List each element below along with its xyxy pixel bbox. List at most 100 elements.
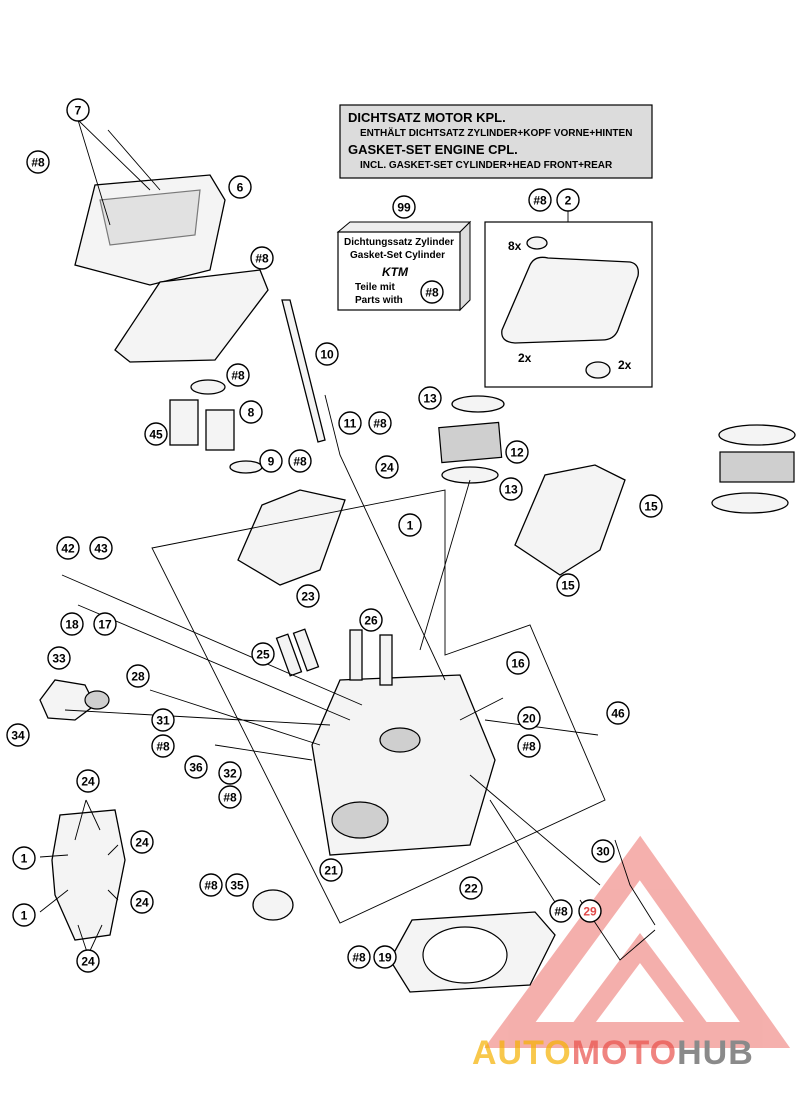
callout-label: 45 xyxy=(149,428,163,442)
callout-label: 24 xyxy=(380,461,394,475)
callout-label: 24 xyxy=(81,955,95,969)
assembly-frame xyxy=(151,489,606,924)
callout-label: #8 xyxy=(554,905,568,919)
callout-11: 11 xyxy=(338,411,362,435)
valve-lifters xyxy=(275,628,393,686)
callout-10: 10 xyxy=(315,342,339,366)
callout-label: #8 xyxy=(223,791,237,805)
callout-label: 9 xyxy=(268,455,275,469)
callout-label: 20 xyxy=(522,712,536,726)
callout-label: 18 xyxy=(65,618,79,632)
qty-2x-a: 2x xyxy=(518,351,532,365)
chain-guide-plate xyxy=(51,809,126,941)
callout-ref-8: #8 xyxy=(347,945,371,969)
callout-ref-8: #8 xyxy=(250,246,274,270)
watermark-moto: MOTO xyxy=(572,1034,677,1072)
camshaft-carrier-left xyxy=(237,489,346,586)
kit-callout-label: 2 xyxy=(565,194,572,208)
valve-cover-gasket xyxy=(114,269,269,363)
callout-26: 26 xyxy=(359,608,383,632)
kit-2-box: 8x 2x 2x xyxy=(484,210,653,388)
callout-20: 20 xyxy=(517,706,541,730)
note-line-1: DICHTSATZ MOTOR KPL. xyxy=(348,110,506,125)
callout-ref-8: #8 xyxy=(368,411,392,435)
intake-manifold xyxy=(438,395,505,484)
callout-label: 43 xyxy=(94,542,108,556)
callout-label: 24 xyxy=(135,896,149,910)
callout-label: 7 xyxy=(75,104,82,118)
callout-label: 34 xyxy=(11,729,25,743)
callout-25: 25 xyxy=(251,642,275,666)
callout-13: 13 xyxy=(499,477,523,501)
callout-label: 1 xyxy=(21,852,28,866)
callout-16: 16 xyxy=(506,651,530,675)
callout-label: 23 xyxy=(301,590,315,604)
callout-label: 19 xyxy=(378,951,392,965)
kit-callout: #8 xyxy=(528,188,552,212)
sleeves xyxy=(169,379,263,474)
callout-label: 24 xyxy=(81,775,95,789)
callout-24: 24 xyxy=(76,769,100,793)
callout-ref-8: #8 xyxy=(549,899,573,923)
callout-label: #8 xyxy=(231,369,245,383)
kit-callout-label: #8 xyxy=(425,286,439,300)
callout-label: #8 xyxy=(352,951,366,965)
note-line-4: INCL. GASKET-SET CYLINDER+HEAD FRONT+REA… xyxy=(360,160,613,171)
callout-ref-8: #8 xyxy=(26,150,50,174)
callout-label: #8 xyxy=(522,740,536,754)
callout-36: 36 xyxy=(184,755,208,779)
callout-23: 23 xyxy=(296,584,320,608)
callout-label: 15 xyxy=(644,500,658,514)
callout-label: 24 xyxy=(135,836,149,850)
callout-label: #8 xyxy=(204,879,218,893)
callout-label: #8 xyxy=(156,740,170,754)
spark-plug-tube xyxy=(281,299,326,443)
callout-label: 6 xyxy=(237,181,244,195)
callout-label: 28 xyxy=(131,670,145,684)
watermark-logo xyxy=(484,835,791,1048)
callout-label: 10 xyxy=(320,348,334,362)
valve-cover xyxy=(74,174,226,286)
callout-ref-8: #8 xyxy=(517,734,541,758)
callout-18: 18 xyxy=(60,612,84,636)
callout-label: 1 xyxy=(407,519,414,533)
callout-ref-8: #8 xyxy=(218,785,242,809)
callout-ref-8: #8 xyxy=(199,873,223,897)
callout-45: 45 xyxy=(144,422,168,446)
callout-label: 13 xyxy=(423,392,437,406)
callout-label: 32 xyxy=(223,767,237,781)
callout-1: 1 xyxy=(12,846,36,870)
callout-label: #8 xyxy=(373,417,387,431)
kit-callout-label: #8 xyxy=(533,194,547,208)
note-line-2: ENTHÄLT DICHTSATZ ZYLINDER+KOPF VORNE+HI… xyxy=(360,126,632,139)
gasket-set-note: DICHTSATZ MOTOR KPL. ENTHÄLT DICHTSATZ Z… xyxy=(339,104,653,179)
callout-35: 35 xyxy=(225,873,249,897)
callout-1: 1 xyxy=(398,513,422,537)
callout-label: 13 xyxy=(504,483,518,497)
hose-clamps xyxy=(711,424,796,514)
callout-24: 24 xyxy=(76,949,100,973)
callout-label: 17 xyxy=(98,618,112,632)
callout-1: 1 xyxy=(12,903,36,927)
callout-12: 12 xyxy=(505,440,529,464)
callout-13: 13 xyxy=(418,386,442,410)
callout-33: 33 xyxy=(47,646,71,670)
callout-42: 42 xyxy=(56,536,80,560)
callout-7: 7 xyxy=(66,98,90,122)
kit99-line-3: Teile mit xyxy=(355,282,395,293)
watermark-text: AUTOMOTOHUB xyxy=(472,1034,753,1072)
callout-46: 46 xyxy=(606,701,630,725)
callout-label: #8 xyxy=(255,252,269,266)
note-line-3: GASKET-SET ENGINE CPL. xyxy=(348,142,518,157)
callout-label: 1 xyxy=(21,909,28,923)
kit-callout: #8 xyxy=(420,280,444,304)
callout-label: 25 xyxy=(256,648,270,662)
callout-17: 17 xyxy=(93,612,117,636)
callout-label: 8 xyxy=(248,406,255,420)
callout-label: 46 xyxy=(611,707,625,721)
callout-21: 21 xyxy=(319,858,343,882)
callout-ref-8: #8 xyxy=(226,363,250,387)
callout-label: 22 xyxy=(464,882,478,896)
